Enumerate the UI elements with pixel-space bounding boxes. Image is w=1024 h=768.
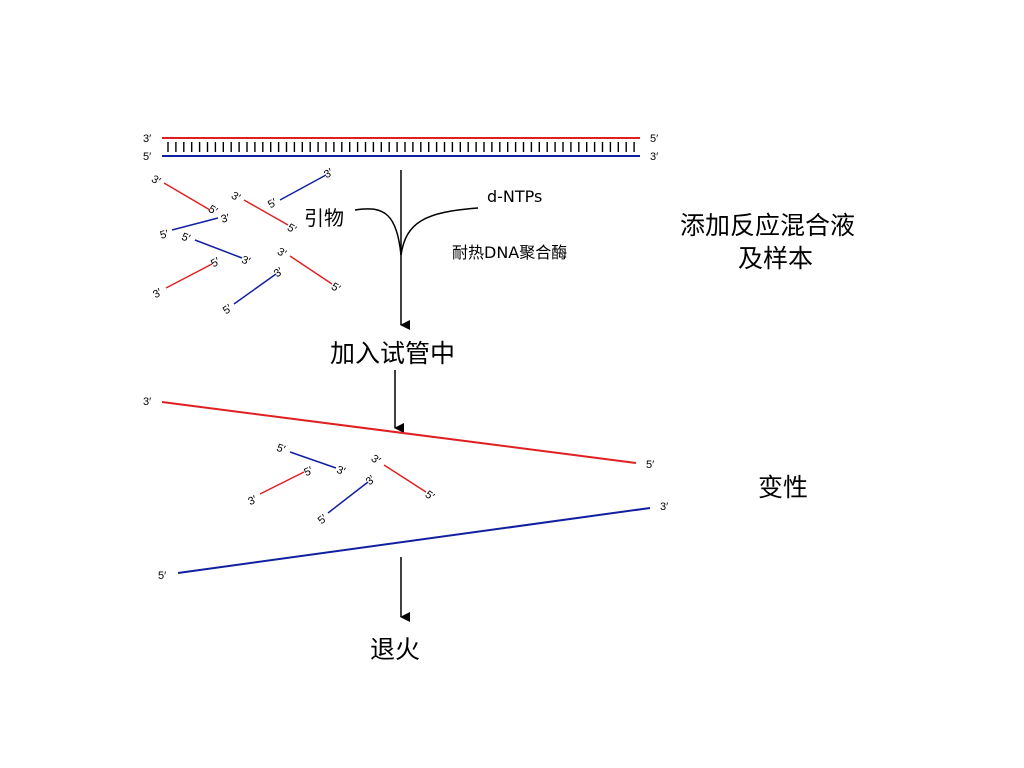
primer-end-3: 3′ xyxy=(369,453,383,468)
primer xyxy=(171,217,219,231)
primer-end-3: 3′ xyxy=(240,254,252,268)
primer-end-3: 3′ xyxy=(272,266,286,281)
single-strand-red xyxy=(161,401,637,464)
primer-end-5: 5′ xyxy=(221,303,235,318)
primer xyxy=(327,481,369,514)
primer-end-5: 5′ xyxy=(266,197,279,211)
template-dna-duplex: 3′ 5′ 5′ 3′ xyxy=(143,133,658,163)
primer-end-3: 3′ xyxy=(149,173,162,187)
denature-label: 变性 xyxy=(758,473,808,502)
primer-end-3: 3′ xyxy=(229,190,242,204)
primer-end-3: 3′ xyxy=(364,473,378,487)
anneal-label: 退火 xyxy=(370,635,420,664)
primer xyxy=(163,182,211,211)
primer xyxy=(279,174,327,201)
dna-bottom-right-end: 3′ xyxy=(650,151,658,163)
single-strand-blue xyxy=(177,507,651,574)
mixing-funnel: 引物 d-NTPs 耐热DNA聚合酶 xyxy=(304,170,567,330)
blue-strand-end-3: 3′ xyxy=(660,501,668,513)
primer xyxy=(259,471,305,495)
primer-group-middle: 5′ 3′ 3′ 5′ 3′ 5′ 5′ 3′ xyxy=(246,442,436,527)
primer-end-5: 5′ xyxy=(206,203,219,217)
step-add-label-line1: 添加反应混合液 xyxy=(680,211,855,240)
primer xyxy=(233,273,277,305)
primer-end-5: 5′ xyxy=(302,465,314,479)
red-strand-end-5: 5′ xyxy=(646,459,654,471)
primer-end-3: 3′ xyxy=(335,464,347,478)
denatured-strands: 3′ 5′ 5′ 3′ xyxy=(143,396,668,582)
primer-end-3: 3′ xyxy=(151,287,164,301)
primer-end-3: 3′ xyxy=(220,212,231,226)
dna-bottom-left-end: 5′ xyxy=(143,151,151,163)
primer-end-5: 5′ xyxy=(159,228,170,242)
primer xyxy=(289,451,337,469)
step-add-label-line2: 及样本 xyxy=(738,244,813,273)
red-strand-end-3: 3′ xyxy=(143,396,151,408)
primer-label: 引物 xyxy=(304,206,344,230)
base-pair-ticks xyxy=(167,142,635,152)
primer-end-3: 3′ xyxy=(322,167,335,181)
primer-group-top: 3′ 5′ 5′ 3′ 3′ 5′ 5′ 3′ 5′ 3′ 3′ 5′ 3′ 5… xyxy=(149,167,342,317)
blue-strand-end-5: 5′ xyxy=(158,570,166,582)
primer xyxy=(194,239,243,259)
primer xyxy=(165,263,213,289)
primer-end-3: 3′ xyxy=(275,246,288,260)
dna-top-left-end: 3′ xyxy=(143,133,151,145)
primer-end-3: 3′ xyxy=(246,494,258,508)
dna-top-right-end: 5′ xyxy=(650,133,658,145)
add-to-tube-label: 加入试管中 xyxy=(330,339,455,368)
primer-end-5: 5′ xyxy=(275,442,287,456)
polymerase-label: 耐热DNA聚合酶 xyxy=(452,243,567,262)
primer xyxy=(243,199,289,226)
primer-end-5: 5′ xyxy=(180,231,192,245)
primer xyxy=(383,464,427,493)
funnel-right-curve xyxy=(400,207,479,256)
primer-end-5: 5′ xyxy=(209,256,222,270)
funnel-left-curve xyxy=(354,208,402,256)
dntps-label: d-NTPs xyxy=(487,187,542,206)
primer-end-5: 5′ xyxy=(316,512,330,526)
primer xyxy=(289,255,333,285)
